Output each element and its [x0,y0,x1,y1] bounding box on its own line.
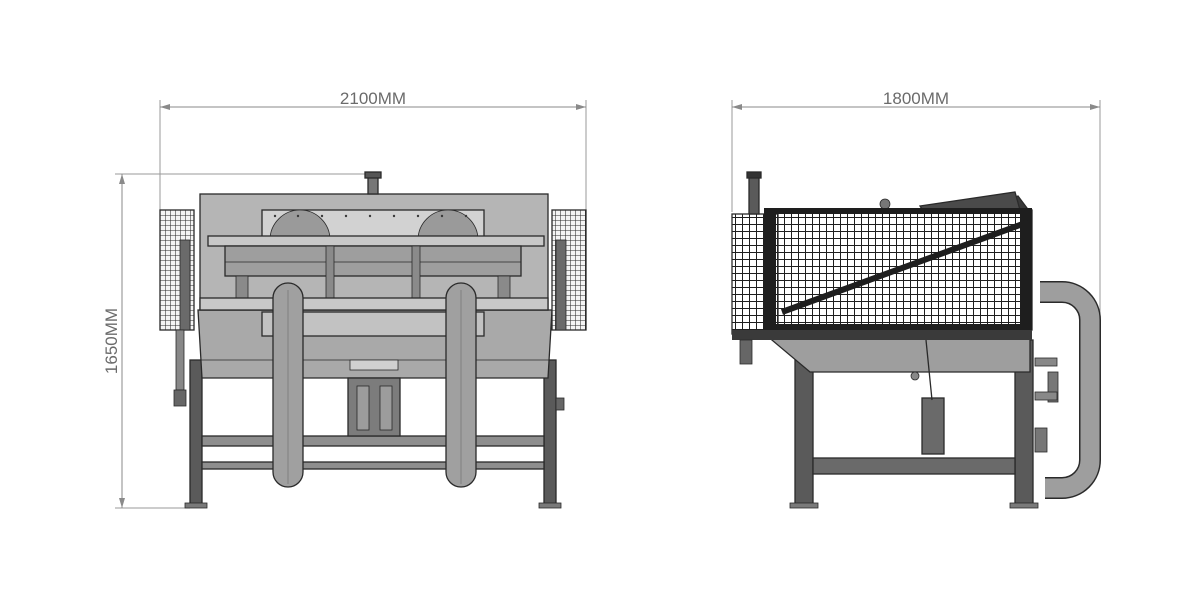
height-label: 1650MM [102,308,121,374]
front-view [159,171,587,509]
front-width-label: 2100MM [340,89,406,108]
dimension-front-width: 2100MM [159,89,587,212]
dimension-side-width: 1800MM [731,89,1101,330]
side-width-label: 1800MM [883,89,949,108]
dimension-height: 1650MM [102,173,372,509]
side-view [731,171,1101,509]
